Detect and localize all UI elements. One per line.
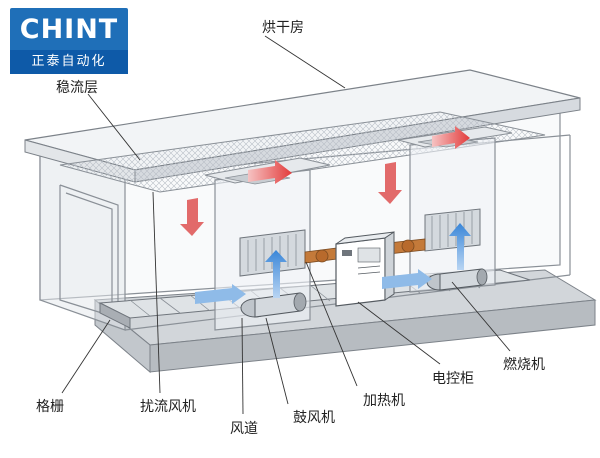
leader-lines bbox=[61, 35, 511, 415]
brand-logo: CHINT 正泰自动化 bbox=[10, 8, 128, 74]
air-duct-right bbox=[397, 126, 513, 293]
label-blower: 鼓风机 bbox=[293, 410, 335, 426]
flow-stabilizer-layer bbox=[59, 111, 546, 193]
label-drying-room: 烘干房 bbox=[262, 20, 304, 36]
heater-right bbox=[424, 208, 481, 252]
label-burner: 燃烧机 bbox=[503, 357, 545, 373]
label-flow-stabilizer: 稳流层 bbox=[56, 80, 98, 96]
blower-left bbox=[240, 292, 307, 318]
hot-air-arrows bbox=[180, 126, 470, 236]
logo-subtitle: 正泰自动化 bbox=[10, 50, 128, 74]
logo-brand-text: CHINT bbox=[19, 14, 119, 45]
control-cabinet bbox=[335, 231, 395, 307]
burner-pipes bbox=[304, 238, 426, 264]
cool-air-arrows bbox=[195, 223, 471, 304]
label-control-cabinet: 电控柜 bbox=[432, 371, 474, 387]
label-spoiler-fan: 扰流风机 bbox=[140, 399, 196, 415]
label-heater: 加热机 bbox=[363, 393, 405, 409]
heater-left bbox=[239, 229, 306, 277]
label-air-duct: 风道 bbox=[230, 421, 258, 437]
label-grille: 格栅 bbox=[36, 399, 64, 415]
blower-right bbox=[426, 268, 488, 291]
